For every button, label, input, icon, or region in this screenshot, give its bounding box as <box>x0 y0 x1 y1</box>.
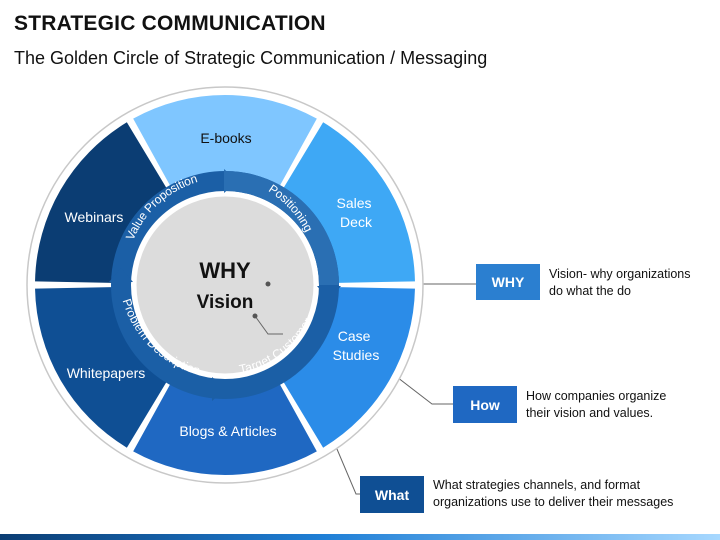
segment-blogs-articles <box>133 383 317 476</box>
segment-label-ebooks: E-books <box>200 130 251 146</box>
callout-what-line1: What strategies channels, and format <box>433 478 641 492</box>
case-studies-line1: Case <box>338 328 371 344</box>
pointer-how <box>254 315 283 335</box>
callout-how-line2: their vision and values. <box>526 406 654 420</box>
callout-what-line2: organizations use to deliver their messa… <box>433 495 674 509</box>
slide-title: STRATEGIC COMMUNICATION <box>14 12 326 35</box>
ring-arrow-top <box>224 169 238 193</box>
center-disc <box>133 193 317 377</box>
center-pointers <box>254 315 283 335</box>
pointer-dot-how <box>252 313 258 319</box>
callout-why-line2: do what the do <box>549 284 632 298</box>
callout-how-description: How companies organize their vision and … <box>526 388 666 422</box>
segment-label-webinars: Webinars <box>65 209 124 225</box>
segments <box>35 95 415 476</box>
sales-deck-line1: Sales <box>337 195 372 211</box>
segment-webinars <box>35 122 167 283</box>
center-vision-text: Vision <box>197 292 254 313</box>
ring-arrow-bottom <box>212 377 226 401</box>
segment-case-studies <box>283 287 415 448</box>
callout-why-line1: Vision- why organizations <box>549 267 691 281</box>
segment-label-case-studies: Case Studies <box>333 328 380 363</box>
callout-how-line1: How companies organize <box>526 389 667 403</box>
segment-sales-deck <box>283 122 415 283</box>
connector-what <box>333 441 362 495</box>
connector-how <box>392 373 456 405</box>
segment-label-blogs: Blogs & Articles <box>179 423 276 439</box>
callout-what-box: What <box>360 476 424 513</box>
callout-why-box: WHY <box>476 264 540 300</box>
ring-arrow-right <box>317 286 341 300</box>
slide-subtitle: The Golden Circle of Strategic Communica… <box>14 48 488 68</box>
ring-highlight <box>224 171 339 286</box>
sales-deck-line2: Deck <box>340 214 373 230</box>
callout-what-description: What strategies channels, and format org… <box>433 477 673 511</box>
pointer-dot-why <box>265 281 271 287</box>
bottom-accent-bar <box>0 534 720 540</box>
segment-label-sales-deck: Sales Deck <box>337 195 376 230</box>
segment-whitepapers <box>35 287 167 448</box>
segment-label-whitepapers: Whitepapers <box>67 365 146 381</box>
case-studies-line2: Studies <box>333 347 380 363</box>
center-why-text: WHY <box>199 258 251 283</box>
callout-how-box: How <box>453 386 517 423</box>
segment-ebooks <box>133 95 317 187</box>
callout-why-description: Vision- why organizations do what the do <box>549 266 691 300</box>
ring-arrow-left <box>109 268 133 282</box>
